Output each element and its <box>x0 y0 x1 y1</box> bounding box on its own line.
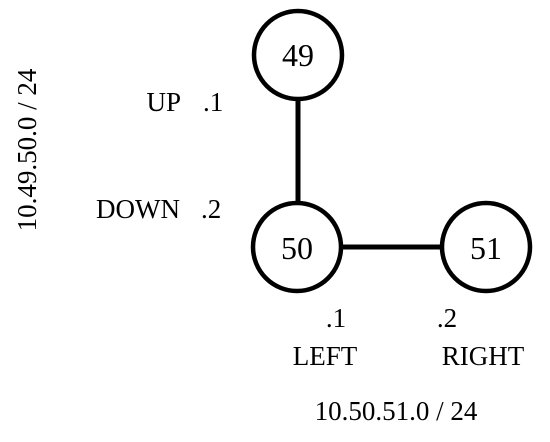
interface-left-name: LEFT <box>293 341 358 371</box>
interface-up-address: .1 <box>203 87 223 117</box>
node-49-circle <box>251 8 345 102</box>
interface-down-name: DOWN <box>96 194 180 224</box>
interface-down-address: .2 <box>201 194 221 224</box>
node-50-circle <box>250 200 344 294</box>
vertical-subnet-label: 10.49.50.0 / 24 <box>12 68 42 231</box>
horizontal-subnet-label: 10.50.51.0 / 24 <box>315 396 478 426</box>
interface-right-address: .2 <box>437 303 457 333</box>
node-51-circle <box>439 200 533 294</box>
node-50: 50 <box>250 200 344 294</box>
node-49: 49 <box>251 8 345 102</box>
node-51: 51 <box>439 200 533 294</box>
interface-right-name: RIGHT <box>442 341 525 371</box>
node-49-label: 49 <box>282 37 314 73</box>
node-50-label: 50 <box>281 230 313 266</box>
interface-up-name: UP <box>146 87 181 117</box>
node-51-label: 51 <box>470 230 502 266</box>
interface-left-address: .1 <box>326 303 346 333</box>
